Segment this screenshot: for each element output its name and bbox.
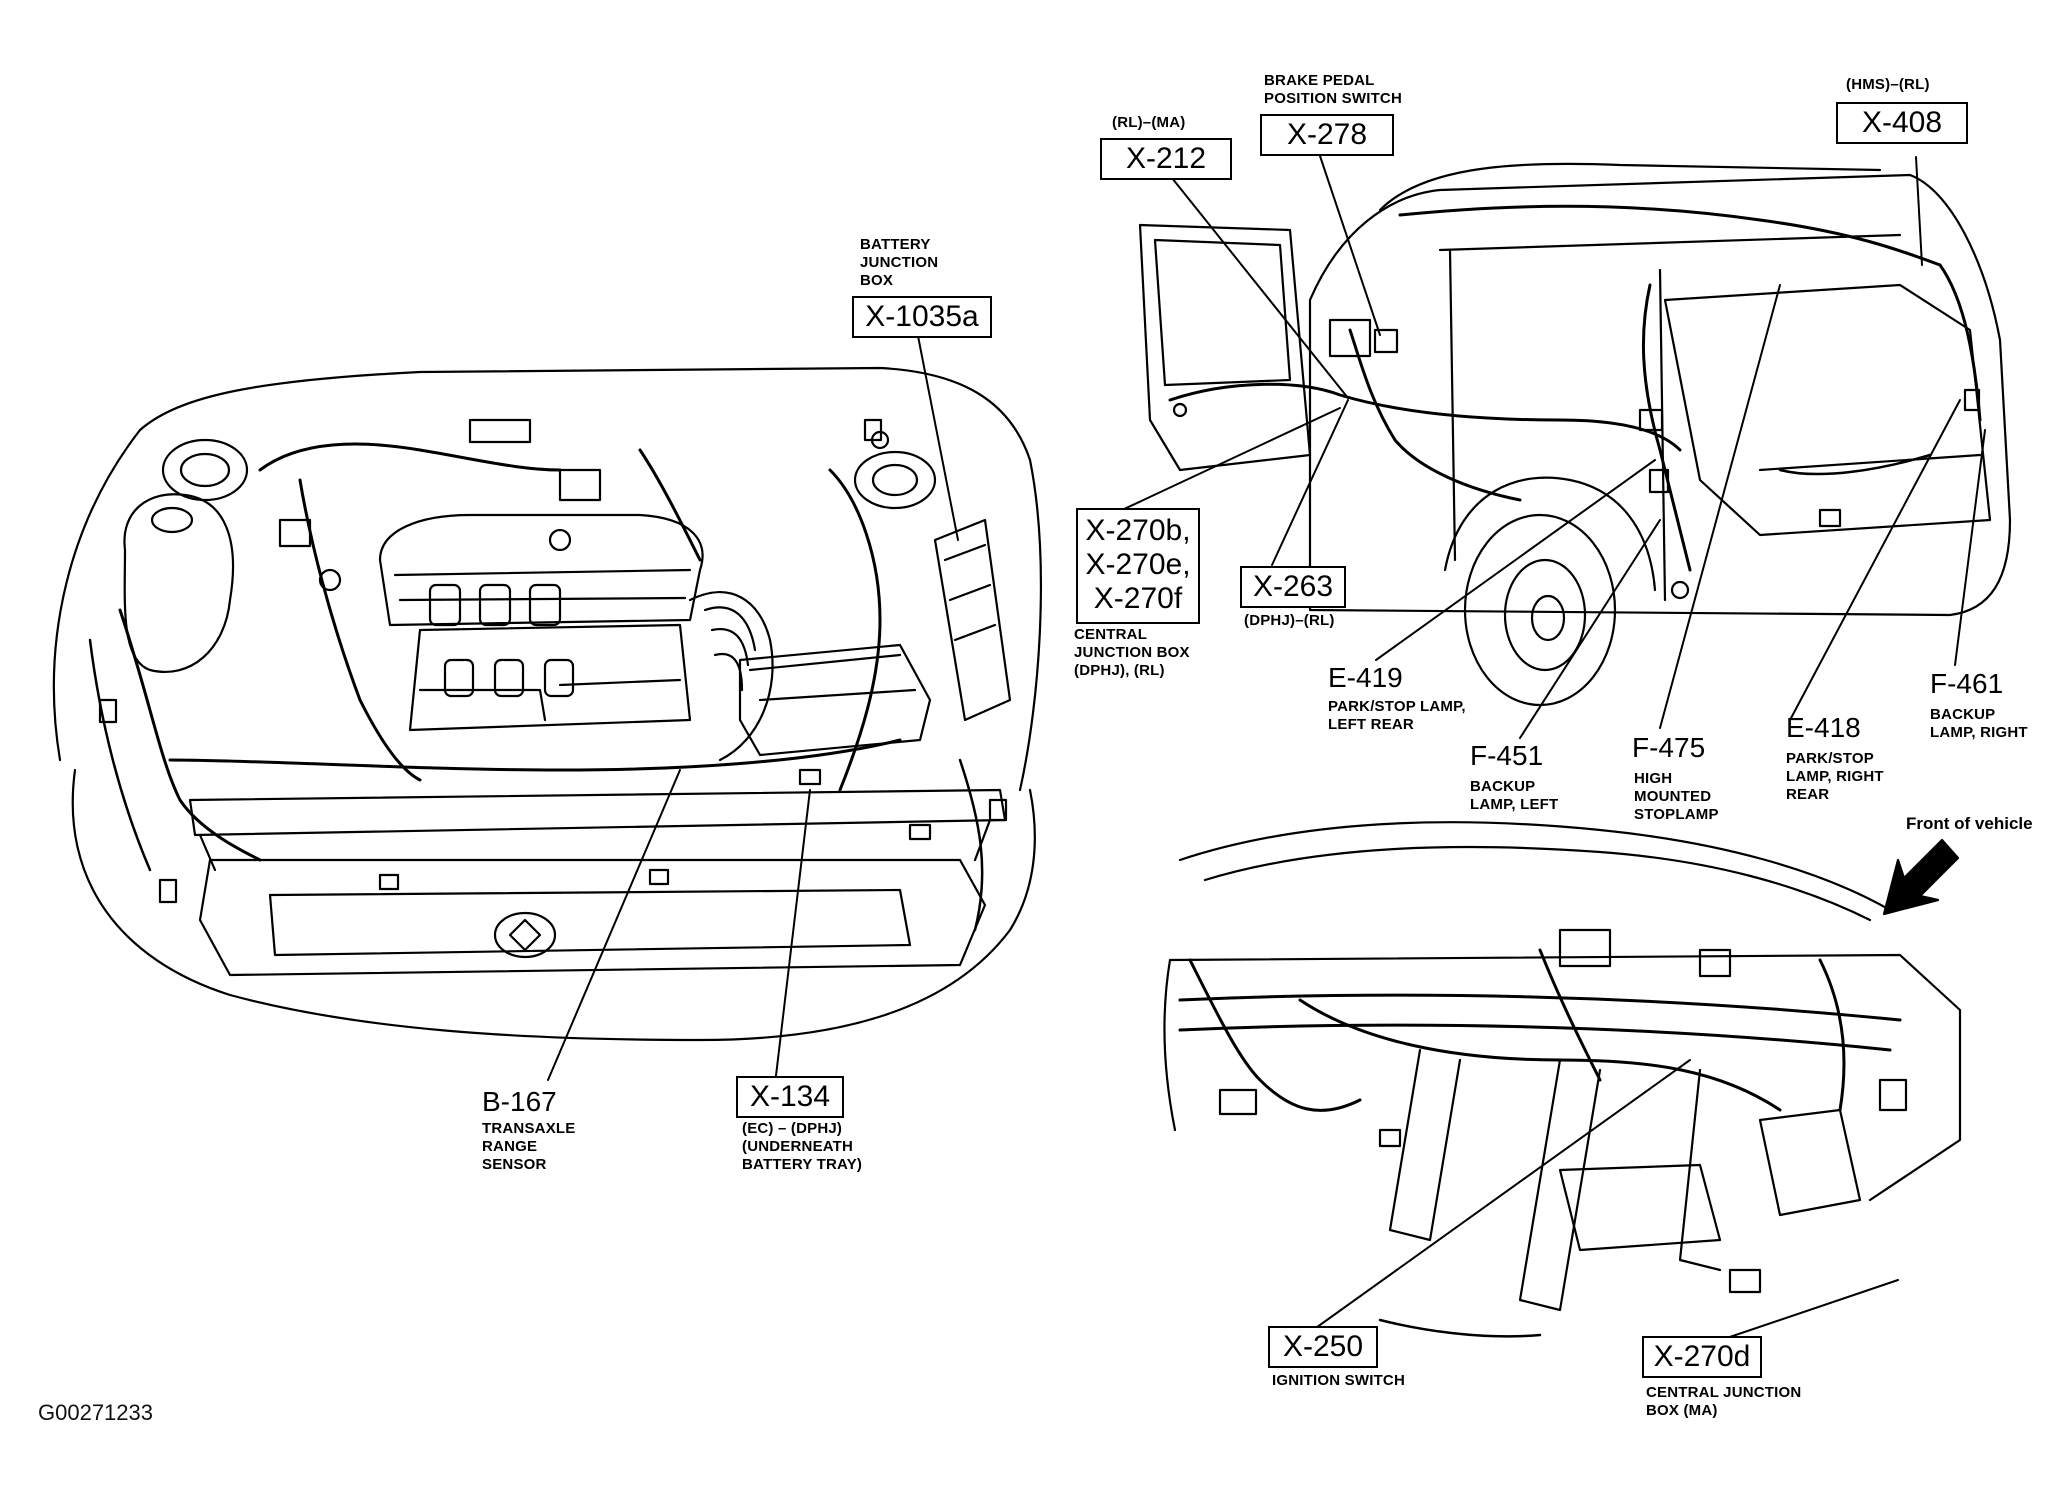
ignition-switch-description: IGNITION SWITCH — [1272, 1372, 1405, 1389]
instrument-panel-illustration — [1163, 821, 1962, 1338]
callout-x-134: X-134 — [736, 1076, 844, 1118]
backup-lamp-left-description: BACKUP LAMP, LEFT — [1470, 778, 1559, 813]
callout-e-418: E-418 — [1786, 712, 1861, 743]
leader-lines — [547, 155, 1986, 1346]
park-stop-lamp-right-rear-description: PARK/STOP LAMP, RIGHT REAR — [1786, 750, 1884, 803]
callout-x-408: X-408 — [1836, 102, 1968, 144]
high-mounted-stoplamp-description: HIGH MOUNTED STOPLAMP — [1634, 770, 1719, 823]
callout-e-419: E-419 — [1328, 662, 1403, 693]
central-junction-box-description: CENTRAL JUNCTION BOX (DPHJ), (RL) — [1074, 626, 1190, 679]
battery-junction-box-description: BATTERY JUNCTION BOX — [860, 236, 939, 289]
transaxle-range-sensor-description: TRANSAXLE RANGE SENSOR — [482, 1120, 576, 1173]
callout-f-475: F-475 — [1632, 732, 1706, 763]
callout-x-278: X-278 — [1260, 114, 1394, 156]
callout-x-250: X-250 — [1268, 1326, 1378, 1368]
callout-x-270d: X-270d — [1642, 1336, 1762, 1378]
callout-b-167: B-167 — [482, 1086, 557, 1117]
park-stop-lamp-left-rear-description: PARK/STOP LAMP, LEFT REAR — [1328, 698, 1466, 733]
front-direction-arrow — [1882, 838, 1960, 916]
x-212-description: (RL)–(MA) — [1112, 114, 1186, 131]
x-263-description: (DPHJ)–(RL) — [1244, 612, 1335, 629]
engine-compartment-illustration — [52, 366, 1042, 1042]
backup-lamp-right-description: BACKUP LAMP, RIGHT — [1930, 706, 2028, 741]
figure-code: G00271233 — [38, 1400, 153, 1425]
central-junction-box-ma-description: CENTRAL JUNCTION BOX (MA) — [1646, 1384, 1802, 1419]
x-134-description: (EC) – (DPHJ) (UNDERNEATH BATTERY TRAY) — [742, 1120, 863, 1173]
callout-f-451: F-451 — [1470, 740, 1544, 771]
x-408-description: (HMS)–(RL) — [1846, 76, 1930, 93]
front-of-vehicle-label: Front of vehicle — [1906, 814, 2033, 833]
callout-x-212: X-212 — [1100, 138, 1232, 180]
vehicle-rear-illustration — [1138, 162, 2012, 707]
brake-pedal-position-switch-description: BRAKE PEDAL POSITION SWITCH — [1264, 72, 1402, 107]
callout-x-1035a: X-1035a — [852, 296, 992, 338]
callout-f-461: F-461 — [1930, 668, 2004, 699]
callout-x-263: X-263 — [1240, 566, 1346, 608]
callout-x-270b-x-270e-x-270f: X-270b, X-270e, X-270f — [1076, 508, 1200, 624]
